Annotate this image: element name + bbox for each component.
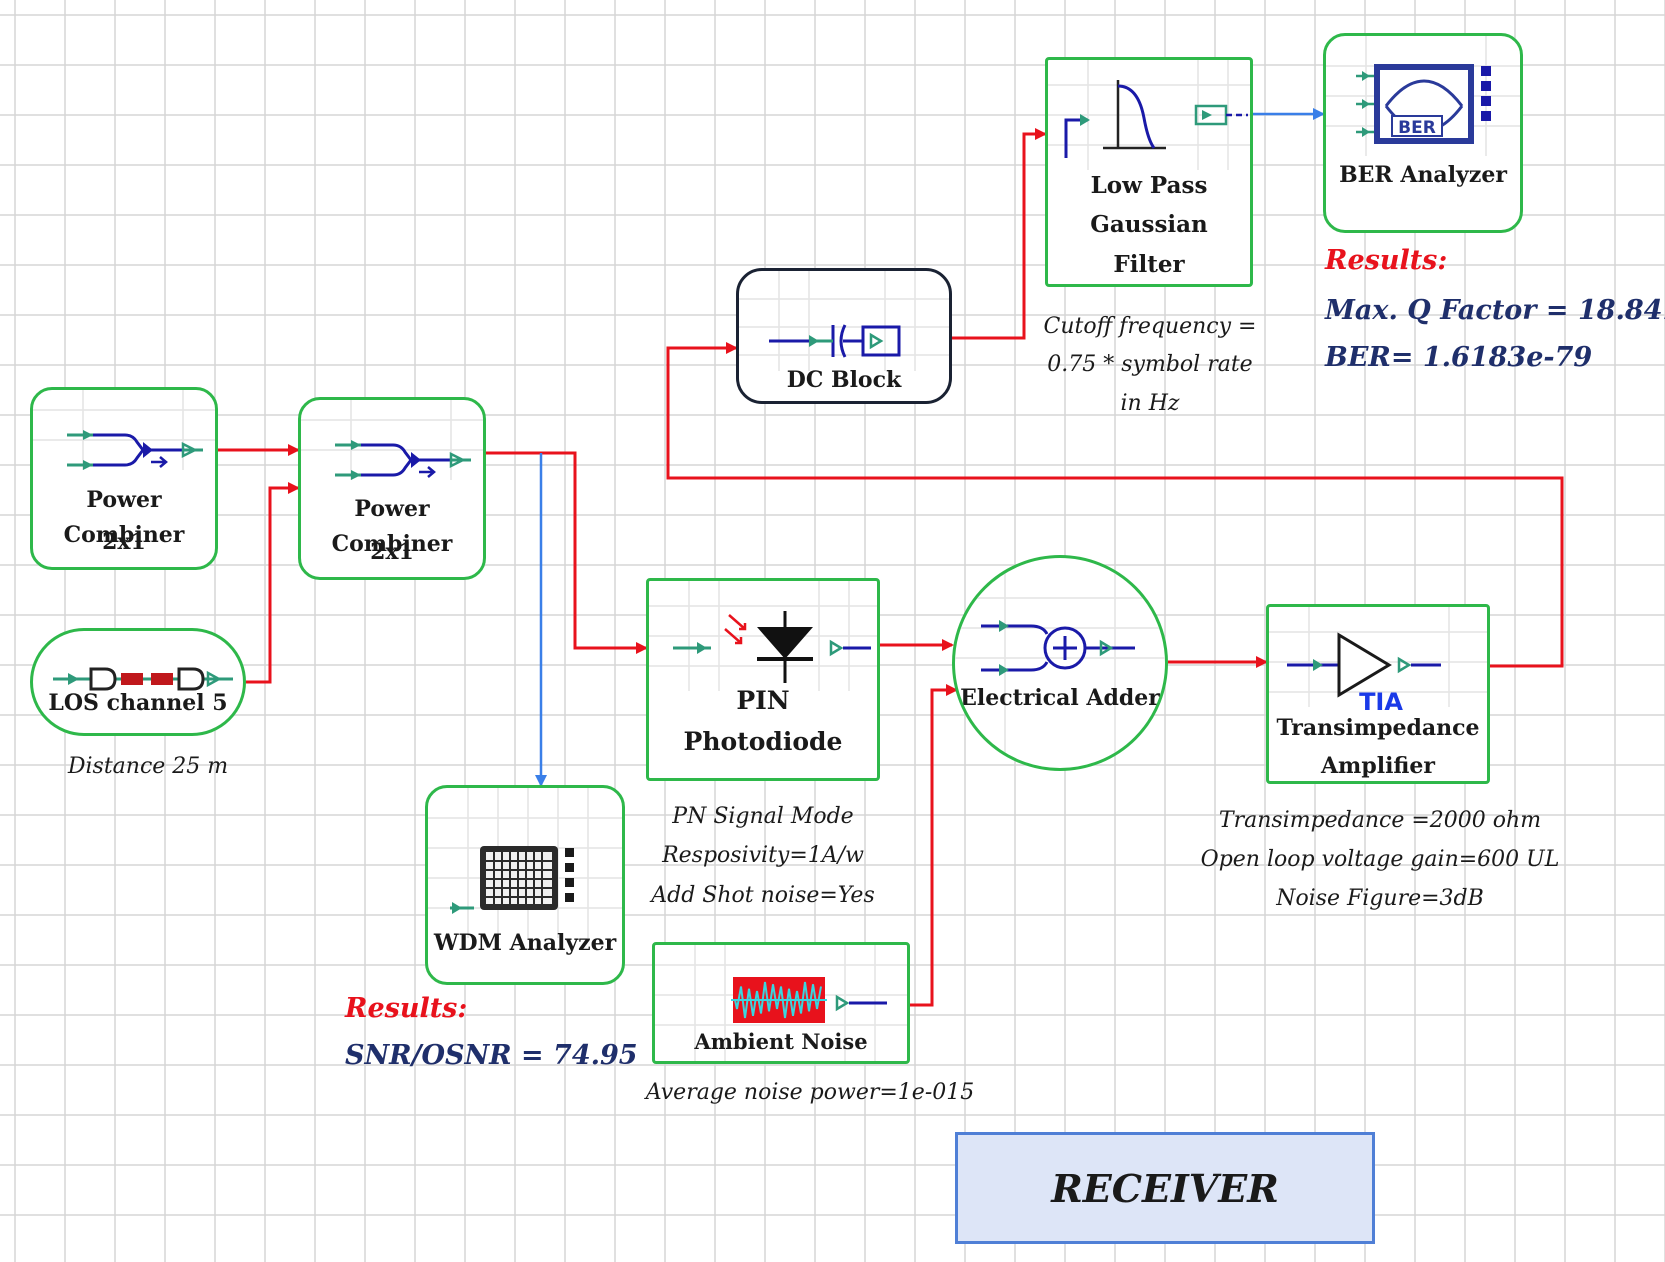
ambient-noise-label: Ambient Noise Source [694, 1029, 868, 1054]
wire-pc2-to-pin[interactable] [486, 451, 648, 654]
pin-photodiode-label-2: Photodiode [683, 727, 843, 756]
power-combiner-icon [301, 400, 483, 480]
ber-analyzer-block[interactable]: BER BER Analyzer [1323, 33, 1523, 233]
ber-analyzer-label: BER Analyzer [1339, 162, 1507, 188]
power-combiner-1-sub: 2x1 [102, 529, 146, 555]
power-combiner-1-block[interactable]: Power Combiner 2x1 [30, 387, 218, 570]
low-pass-filter-label-1: Low Pass [1090, 172, 1208, 199]
wdm-results-title: Results: [345, 993, 468, 1024]
wire-los-to-pc2[interactable] [246, 482, 300, 684]
ambient-noise-block[interactable]: Ambient Noise Source [652, 942, 910, 1064]
tia-label-2: Amplifier [1320, 753, 1436, 779]
los-channel-block[interactable]: LOS channel 5 [30, 628, 246, 736]
pin-photodiode-label-1: PIN [736, 686, 790, 715]
low-pass-filter-note-2: 0.75 * symbol rate [1047, 352, 1253, 377]
photodiode-icon [649, 581, 877, 691]
dc-block-label: DC Block [786, 367, 902, 393]
wire-dcblock-to-filter[interactable] [952, 128, 1047, 340]
power-combiner-2-label: Power Combiner [331, 496, 453, 558]
ber-results-qfactor: Max. Q Factor = 18.8411 [1325, 295, 1665, 326]
tia-block[interactable]: TIA Transimpedance Amplifier [1266, 604, 1490, 784]
los-channel-label: LOS channel 5 [48, 690, 228, 716]
low-pass-filter-label-3: Filter [1113, 251, 1185, 278]
tia-label-1: Transimpedance [1276, 715, 1480, 741]
power-combiner-2-block[interactable]: Power Combiner 2x1 [298, 397, 486, 580]
power-combiner-1-label: Power Combiner [63, 487, 185, 549]
receiver-label-box: RECEIVER [955, 1132, 1375, 1244]
dc-block-icon [739, 271, 949, 371]
power-combiner-2-sub: 2x1 [370, 539, 414, 565]
ber-analyzer-icon: BER [1326, 36, 1520, 156]
wdm-results-snr: SNR/OSNR = 74.95 [345, 1040, 638, 1071]
wdm-analyzer-label: WDM Analyzer [433, 930, 617, 956]
tia-note-3: Noise Figure=3dB [1276, 886, 1484, 911]
adder-icon [955, 558, 1165, 768]
wdm-analyzer-icon [428, 788, 622, 938]
electrical-adder-block[interactable]: Electrical Adder [952, 555, 1168, 771]
los-channel-note: Distance 25 m [67, 754, 229, 779]
low-pass-filter-label-2: Gaussian [1090, 211, 1208, 238]
pin-photodiode-note-1: PN Signal Mode [672, 804, 854, 829]
pin-photodiode-block[interactable]: PIN Photodiode [646, 578, 880, 781]
los-channel-icon [53, 667, 233, 691]
ambient-noise-note: Average noise power=1e-015 [645, 1080, 975, 1105]
ber-results-ber: BER= 1.6183e-79 [1325, 342, 1593, 373]
low-pass-filter-block[interactable]: Low Pass Gaussian Filter [1045, 57, 1253, 287]
pin-photodiode-note-2: Resposivity=1A/w [662, 843, 864, 868]
tia-note-2: Open loop voltage gain=600 UL [1200, 847, 1560, 872]
electrical-adder-label: Electrical Adder [960, 685, 1160, 711]
pin-photodiode-note-3: Add Shot noise=Yes [651, 883, 875, 908]
power-combiner-icon [33, 390, 215, 470]
tia-icon-text: TIA [1359, 688, 1403, 716]
low-pass-filter-note-1: Cutoff frequency = [1043, 314, 1257, 339]
tia-note-1: Transimpedance =2000 ohm [1218, 808, 1542, 833]
gaussian-filter-icon [1048, 60, 1250, 170]
ber-icon-text: BER [1398, 118, 1436, 138]
wire-noise-to-adder[interactable] [910, 684, 958, 1007]
ber-results-title: Results: [1325, 245, 1448, 276]
wdm-analyzer-block[interactable]: WDM Analyzer [425, 785, 625, 985]
receiver-label: RECEIVER [1051, 1165, 1279, 1211]
noise-source-icon [655, 945, 907, 1061]
low-pass-filter-note-3: in Hz [1120, 391, 1180, 416]
wire-tia-to-dcblock[interactable] [666, 342, 1564, 668]
amplifier-icon: TIA [1269, 607, 1487, 716]
dc-block-block[interactable]: DC Block [736, 268, 952, 404]
